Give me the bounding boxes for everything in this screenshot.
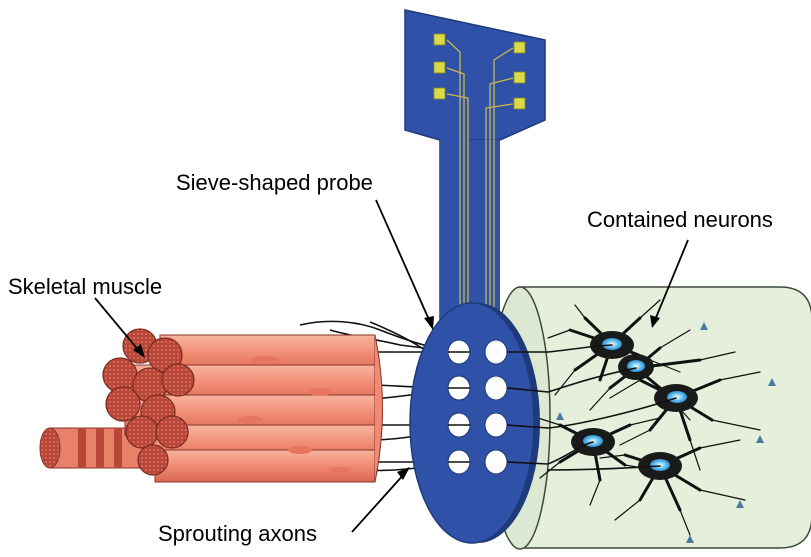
label-skeletal-muscle: Skeletal muscle <box>8 274 162 300</box>
label-sieve-probe: Sieve-shaped probe <box>176 170 373 196</box>
label-sprouting-axons: Sprouting axons <box>158 521 317 547</box>
label-contained-neurons: Contained neurons <box>587 207 773 233</box>
skeletal-muscle <box>40 329 383 482</box>
